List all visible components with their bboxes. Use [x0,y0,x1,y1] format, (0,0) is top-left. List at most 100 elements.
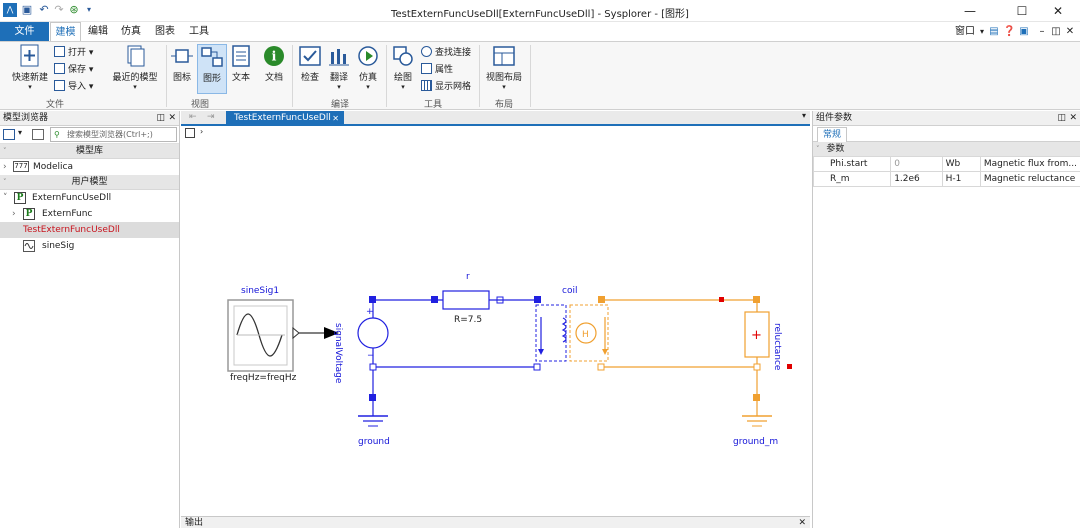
param-name: R_m [814,172,891,187]
diagram-editor: ⇤ ⇥ TestExternFuncUseDll ✕ ▾ › [181,111,810,528]
check-button[interactable]: 检查 [297,44,323,83]
section-params[interactable]: ˅ 参数 [813,142,1080,156]
help-icon[interactable]: ❓ [1003,22,1015,41]
chevron-right-icon[interactable]: › [3,159,7,175]
param-unit[interactable]: H-1 [942,172,980,187]
label-r-value: R=7.5 [454,315,482,325]
tab-general[interactable]: 常规 [817,127,847,142]
model-browser-toolbar: ▾ ⚲ 搜索模型浏览器(Ctrl+;) [0,126,179,144]
save-button[interactable]: 保存 ▾ [54,62,93,78]
search-input[interactable]: ⚲ 搜索模型浏览器(Ctrl+;) [50,127,177,142]
tab-tools[interactable]: 工具 [185,22,213,41]
param-value-input[interactable]: 0 [891,157,942,172]
tab-list-icon[interactable]: ▾ [802,111,806,120]
label-r: r [466,272,470,282]
tree-item-modelica[interactable]: › 777 Modelica [0,159,179,175]
icon-view-button[interactable]: 图标 [170,44,194,83]
output-panel-header[interactable]: 输出 ✕ [181,516,810,528]
close-tab-icon[interactable]: ✕ [332,111,339,126]
ground[interactable] [358,394,388,426]
section-library[interactable]: ˅模型库 [0,144,179,159]
doc-minimize-icon[interactable]: – [1036,22,1048,41]
model-browser-title: 模型浏览器 [3,113,48,123]
label-reluctance: reluctance [772,323,782,370]
chevron-down-icon: ˅ [816,145,820,153]
ribbon-separator [479,45,480,107]
tab-file[interactable]: 文件 [0,22,49,41]
chevron-down-icon[interactable]: ▾ [977,22,987,41]
doc-close-icon[interactable]: ✕ [1064,22,1076,41]
text-view-button[interactable]: 文本 [229,44,253,83]
ground-m[interactable] [742,394,772,426]
section-user-models[interactable]: ˅用户模型 [0,175,179,190]
reluctance[interactable]: + [745,300,769,397]
component-params-header: 组件参数 ◫ ✕ [813,111,1080,126]
param-unit[interactable]: Wb [942,157,980,172]
find-connection-icon [421,46,432,57]
diagram-canvas[interactable]: › + − [181,127,810,518]
minimize-icon[interactable]: — [948,0,992,22]
draw-icon [391,44,415,68]
tab-edit[interactable]: 编辑 [84,22,112,41]
open-icon [54,46,65,57]
svg-text:−: − [367,351,375,361]
model-browser-header: 模型浏览器 ◫ ✕ [0,111,179,126]
tree-item-selected-model[interactable]: TestExternFuncUseDll [0,222,179,238]
section-library-label: 模型库 [76,146,103,156]
translate-label: 翻译 [326,70,352,83]
doc-restore-icon[interactable]: ◫ [1050,22,1062,41]
signal-voltage[interactable]: + − [358,300,388,397]
layout-icon[interactable]: ▤ [988,22,1000,41]
tree-item-package[interactable]: ˅ P ExternFuncUseDll [0,190,179,206]
close-icon[interactable]: ✕ [168,111,176,126]
ribbon-separator [530,45,531,107]
document-view-label: 文档 [262,70,286,83]
properties-button[interactable]: 属性 [421,62,453,78]
float-icon[interactable]: ◫ [1057,111,1066,126]
open-button[interactable]: 打开 ▾ [54,45,93,61]
float-icon[interactable]: ◫ [156,111,165,126]
document-tab[interactable]: TestExternFuncUseDll ✕ [226,111,344,126]
info-doc-icon: i [262,44,286,68]
close-icon[interactable]: ✕ [1036,0,1080,22]
table-row: R_m 1.2e6 H-1 Magnetic reluctance [814,172,1080,187]
collapse-all-icon[interactable] [32,129,44,140]
tree-item-label: ExternFunc [42,206,92,222]
tree-view-icon[interactable] [3,129,15,140]
quick-new-button[interactable]: 快速新建 ▾ [10,44,50,91]
show-grid-button[interactable]: 显示网格 [421,79,471,95]
close-icon[interactable]: ✕ [798,517,806,529]
param-value-input[interactable]: 1.2e6 [891,172,942,187]
coil[interactable]: H [536,305,608,361]
tab-chart[interactable]: 图表 [151,22,179,41]
window-menu[interactable]: 窗口 [952,22,978,41]
back-icon[interactable]: ⇤ [189,112,197,122]
tree-item-sinesig[interactable]: sineSig [0,238,179,254]
show-grid-label: 显示网格 [435,82,471,92]
ribbon: 快速新建 ▾ 打开 ▾ 保存 ▾ 导入 ▾ 文件 最近的模型 ▾ 图标 图形 文… [0,41,1080,110]
sinesig-block[interactable] [228,300,299,371]
simulate-icon [356,44,380,68]
draw-label: 绘图 [390,70,416,83]
diagram-view-button[interactable]: 图形 [197,44,227,94]
info-icon[interactable]: ▣ [1018,22,1030,41]
close-icon[interactable]: ✕ [1069,111,1077,126]
tab-simulation[interactable]: 仿真 [117,22,145,41]
view-layout-button[interactable]: 视图布局 ▾ [484,44,524,91]
import-button[interactable]: 导入 ▾ [54,79,93,95]
find-connection-button[interactable]: 查找连接 [421,45,471,61]
group-label-file: 文件 [40,97,70,110]
forward-icon[interactable]: ⇥ [207,112,215,122]
chevron-right-icon[interactable]: › [12,206,16,222]
document-view-button[interactable]: i 文档 [262,44,286,83]
draw-button[interactable]: 绘图 ▾ [390,44,416,91]
translate-button[interactable]: 翻译 ▾ [326,44,352,91]
tree-item-function[interactable]: › P ExternFunc [0,206,179,222]
tab-modeling[interactable]: 建模 [50,22,81,41]
search-icon: ⚲ [54,128,60,141]
chevron-down-icon[interactable]: ▾ [18,128,22,137]
chevron-down-icon[interactable]: ˅ [3,190,8,206]
simulate-button[interactable]: 仿真 ▾ [355,44,381,91]
text-view-label: 文本 [229,70,253,83]
recent-models-button[interactable]: 最近的模型 ▾ [110,44,160,91]
